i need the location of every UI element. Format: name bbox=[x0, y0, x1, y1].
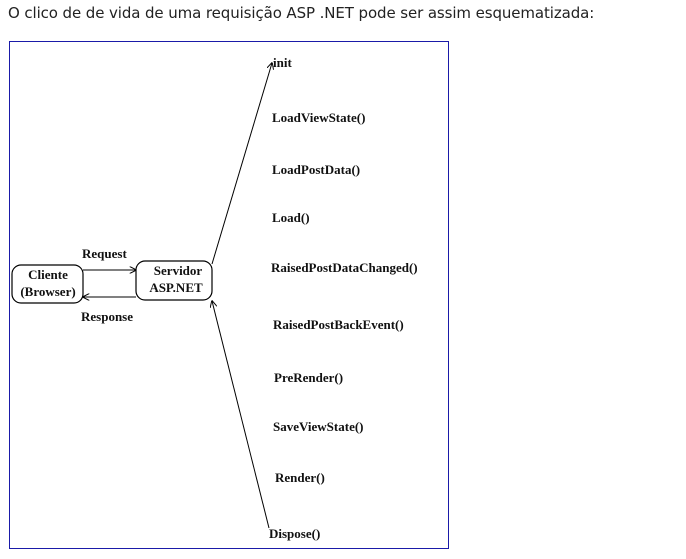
server-label-line2: ASP.NET bbox=[149, 280, 203, 295]
server-label-line1: Servidor bbox=[154, 263, 203, 278]
dispose-arrow bbox=[212, 301, 270, 529]
stage-raised-post-back-event: RaisedPostBackEvent() bbox=[273, 317, 404, 332]
diagram-canvas: Cliente (Browser) Servidor ASP.NET Reque… bbox=[11, 55, 418, 541]
stage-load: Load() bbox=[272, 210, 310, 225]
stage-pre-render: PreRender() bbox=[274, 370, 343, 385]
response-label: Response bbox=[81, 309, 133, 324]
stage-load-view-state: LoadViewState() bbox=[272, 110, 365, 125]
page-caption: O clico de de vida de uma requisição ASP… bbox=[8, 4, 595, 22]
client-box bbox=[11, 264, 84, 304]
client-label-line2: (Browser) bbox=[20, 284, 75, 299]
stage-save-view-state: SaveViewState() bbox=[273, 419, 364, 434]
client-label-line1: Cliente bbox=[28, 267, 68, 282]
server-box bbox=[135, 260, 213, 301]
stage-load-post-data: LoadPostData() bbox=[272, 162, 360, 177]
stage-init: init bbox=[273, 55, 292, 70]
lifecycle-diagram: Cliente (Browser) Servidor ASP.NET Reque… bbox=[9, 41, 449, 549]
init-arrow bbox=[211, 63, 272, 265]
request-label: Request bbox=[82, 246, 127, 261]
stage-dispose: Dispose() bbox=[269, 526, 320, 541]
stage-raised-post-data-changed: RaisedPostDataChanged() bbox=[271, 260, 418, 275]
stage-render: Render() bbox=[275, 470, 325, 485]
